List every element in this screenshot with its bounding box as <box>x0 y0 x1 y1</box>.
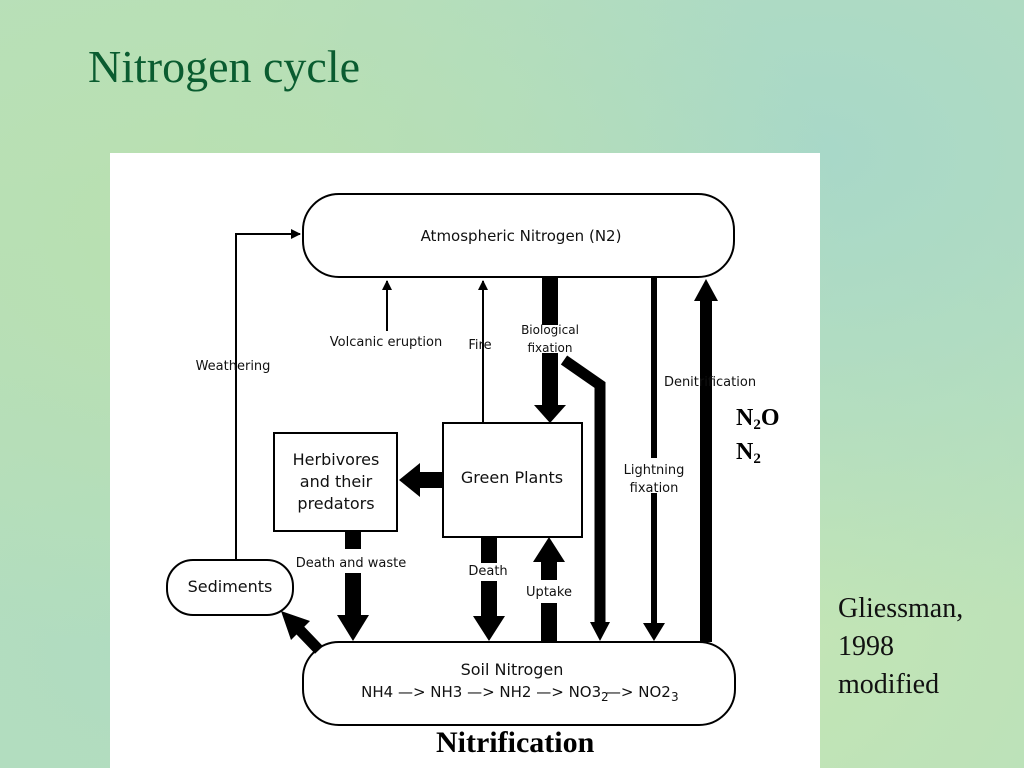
herbivores-label-1: Herbivores <box>293 450 380 469</box>
herbivores-label-2: and their <box>300 472 373 491</box>
denitrification-arrow <box>694 279 718 642</box>
n2o-main: N <box>736 405 754 431</box>
n2-label: N2 <box>736 440 761 467</box>
citation: Gliessman, 1998 modified <box>838 590 963 703</box>
nitrogen-cycle-diagram: Atmospheric Nitrogen (N2) Volcanic erupt… <box>110 153 820 768</box>
biological-fixation-arrow <box>534 278 566 423</box>
biological-fixation-label-1: Biological <box>521 323 579 337</box>
n2-sub: 2 <box>753 451 761 467</box>
atmospheric-nitrogen-box <box>302 193 735 278</box>
n2o-tail: O <box>760 405 780 431</box>
n2-main: N <box>736 439 754 465</box>
lightning-fixation-arrow <box>643 278 665 641</box>
citation-line-2: 1998 <box>838 630 894 662</box>
soil-chain-overlay-3: 3 <box>671 690 679 704</box>
sedimentation-arrow <box>281 611 323 654</box>
n2o-sub: 2 <box>753 417 761 433</box>
denitrification-label: Denitrification <box>664 375 756 390</box>
soil-nitrogen-label: Soil Nitrogen <box>461 660 564 679</box>
atmospheric-nitrogen-label: Atmospheric Nitrogen (N2) <box>421 227 622 245</box>
soil-nitrogen-chain: NH4 —> NH3 —> NH2 —> NO3 —> NO2 <box>361 683 671 701</box>
volcanic-eruption-label: Volcanic eruption <box>330 335 442 350</box>
green-plants-box <box>442 422 583 538</box>
sediments-label: Sediments <box>188 577 273 596</box>
death-label: Death <box>468 564 507 579</box>
soil-chain-overlay-2: 2 <box>601 690 609 704</box>
fire-label: Fire <box>468 338 491 353</box>
green-plants-label: Green Plants <box>461 468 563 487</box>
lightning-fixation-label-1: Lightning <box>624 463 685 478</box>
citation-line-1: Gliessman, <box>838 593 964 624</box>
herbivores-box <box>273 432 398 532</box>
herbivores-label-3: predators <box>297 494 374 513</box>
uptake-label: Uptake <box>526 585 572 600</box>
sediments-box <box>166 559 294 616</box>
diagram-svg: Atmospheric Nitrogen (N2) Volcanic erupt… <box>166 193 756 726</box>
death-arrow <box>473 537 505 641</box>
weathering-arrow <box>235 229 301 560</box>
biological-fixation-soil-arrow <box>560 355 610 641</box>
consumption-arrow <box>399 463 443 497</box>
soil-nitrogen-box <box>302 641 736 726</box>
lightning-fixation-label-2: fixation <box>630 481 679 496</box>
death-and-waste-arrow <box>337 531 369 641</box>
biological-fixation-label-2: fixation <box>528 341 573 355</box>
death-and-waste-label: Death and waste <box>296 556 407 571</box>
n2o-label: N2O <box>736 406 780 433</box>
nitrification-caption: Nitrification <box>436 726 595 759</box>
slide-title: Nitrogen cycle <box>88 41 361 92</box>
citation-line-3: modified <box>838 668 940 700</box>
uptake-arrow <box>533 537 565 642</box>
weathering-label: Weathering <box>196 359 271 374</box>
